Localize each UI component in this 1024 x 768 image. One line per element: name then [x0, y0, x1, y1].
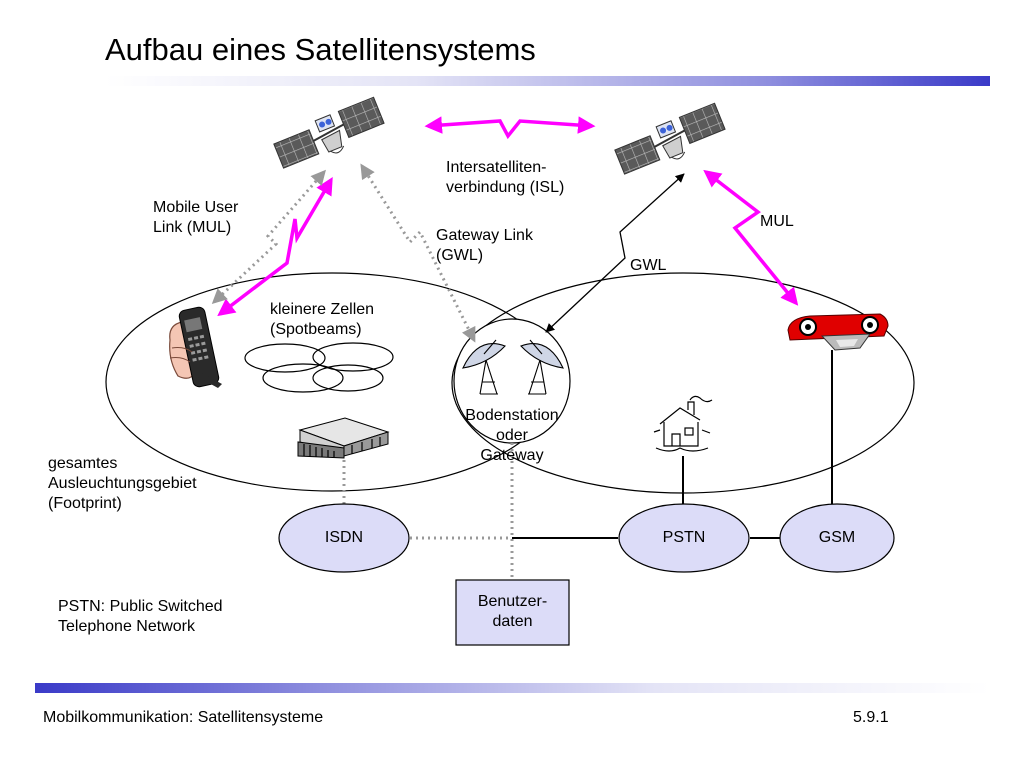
- gateway-link-left: [360, 163, 476, 343]
- isl-link: [424, 116, 596, 140]
- user-data-label: Benutzer-daten: [477, 593, 548, 630]
- satellite-icon: [614, 102, 726, 175]
- slide-title: Aufbau eines Satellitensystems: [105, 32, 536, 67]
- footer-course-title: Mobilkommunikation: Satellitensysteme: [43, 709, 324, 726]
- car-icon: [787, 313, 889, 351]
- footer-slide-number: 5.9.1: [853, 709, 889, 726]
- satellite-icon: [273, 96, 385, 169]
- ground-station-dish-icon: [462, 339, 564, 395]
- gwl-right-label: GWL: [630, 257, 667, 274]
- isl-label: Intersatelliten-verbindung (ISL): [446, 159, 565, 196]
- office-building-icon: [297, 417, 390, 459]
- title-underline-bar: [105, 76, 990, 86]
- gsm-node: [779, 503, 895, 573]
- footer-bar: [35, 683, 990, 693]
- spotbeams-label: kleinere Zellen(Spotbeams): [270, 301, 375, 338]
- pstn-label: PSTN: [662, 529, 706, 546]
- signaling-link-left: [211, 169, 326, 305]
- user-data-box: [455, 579, 570, 646]
- gateway-link-right: [545, 173, 685, 333]
- isdn-label: ISDN: [324, 529, 364, 546]
- spotbeam-cells: [244, 342, 394, 393]
- gsm-label: GSM: [818, 529, 856, 546]
- isdn-node: [278, 503, 410, 573]
- house-icon: [653, 395, 713, 452]
- mobile-phone-icon: [169, 306, 222, 388]
- mul-right-label: MUL: [760, 213, 794, 230]
- mul-link-right: [703, 169, 799, 306]
- pstn-node: [618, 503, 750, 573]
- gwl-left-label: Gateway Link(GWL): [436, 227, 533, 264]
